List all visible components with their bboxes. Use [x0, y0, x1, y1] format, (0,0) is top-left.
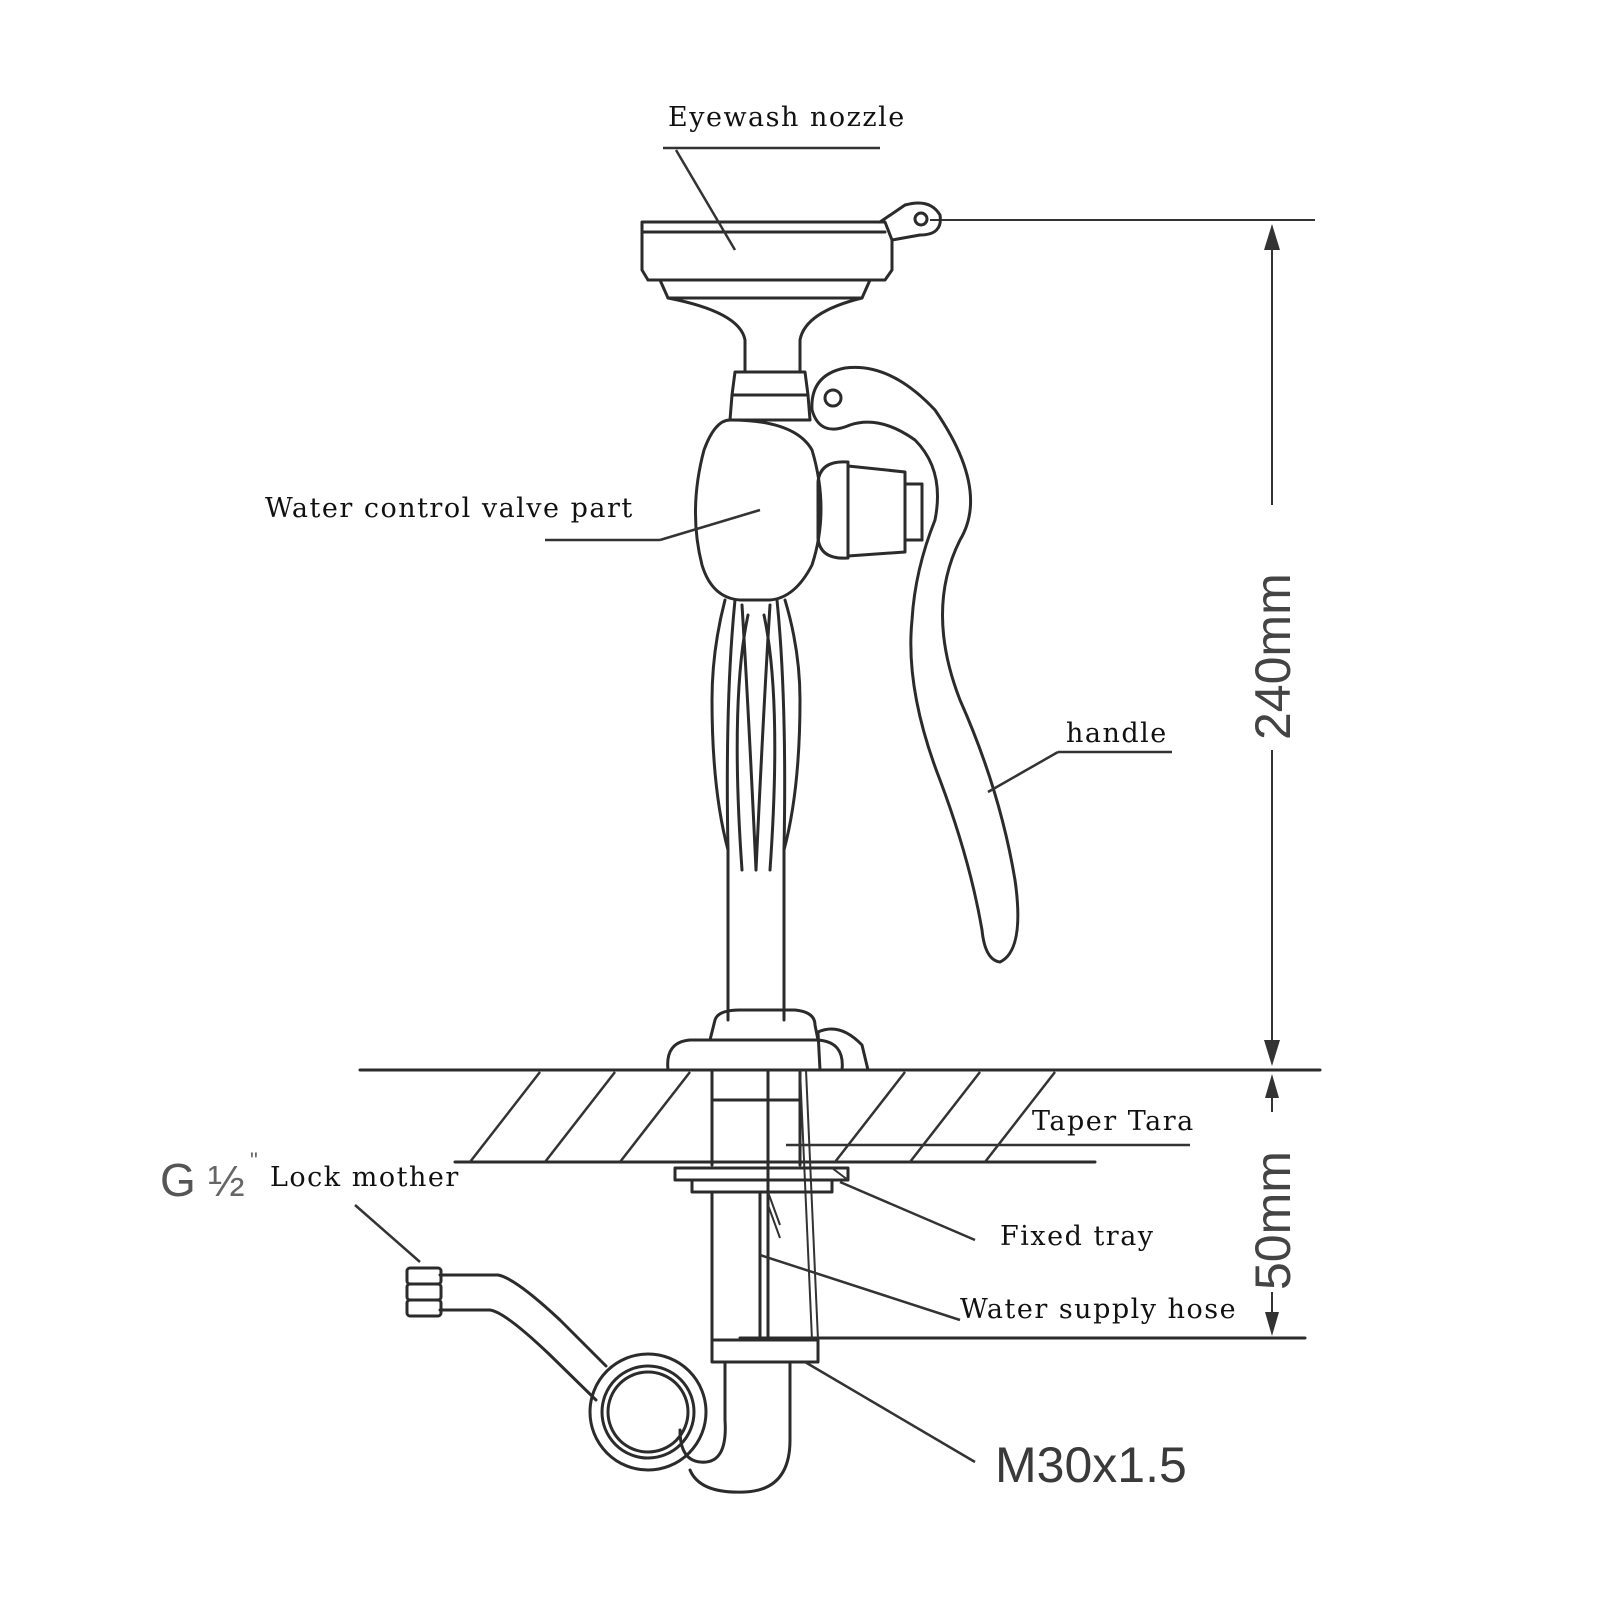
label-handle: handle [1066, 718, 1168, 749]
eyewash-nozzle [640, 201, 942, 374]
label-pipe-thread: G ½ " [160, 1148, 258, 1206]
label-eyewash-nozzle: Eyewash nozzle [668, 102, 906, 133]
pipe-thread-mark: " [250, 1148, 258, 1173]
label-water-supply-hose: Water supply hose [960, 1294, 1237, 1325]
dimension-50-label: 50mm [1245, 1151, 1301, 1290]
label-thread-spec: M30x1.5 [995, 1437, 1187, 1493]
label-water-control-valve: Water control valve part [265, 493, 634, 524]
inlet-fitting [405, 1266, 708, 1472]
handle [810, 365, 1020, 964]
dimension-240 [930, 219, 1315, 1066]
label-taper-tara: Taper Tara [1032, 1106, 1195, 1137]
valve-stem [710, 598, 802, 1022]
pipe-thread-g: G [160, 1154, 196, 1206]
dimension-240-label: 240mm [1245, 573, 1301, 740]
label-fixed-tray: Fixed tray [1000, 1221, 1155, 1252]
label-lock-mother: Lock mother [270, 1162, 460, 1193]
base-flange [666, 1008, 870, 1072]
under-counter-assembly [673, 1068, 850, 1494]
leader-lines [354, 146, 1190, 1464]
water-control-valve [693, 370, 924, 602]
dimension-50 [738, 1074, 1307, 1340]
pipe-thread-fraction: ½ [208, 1157, 245, 1206]
